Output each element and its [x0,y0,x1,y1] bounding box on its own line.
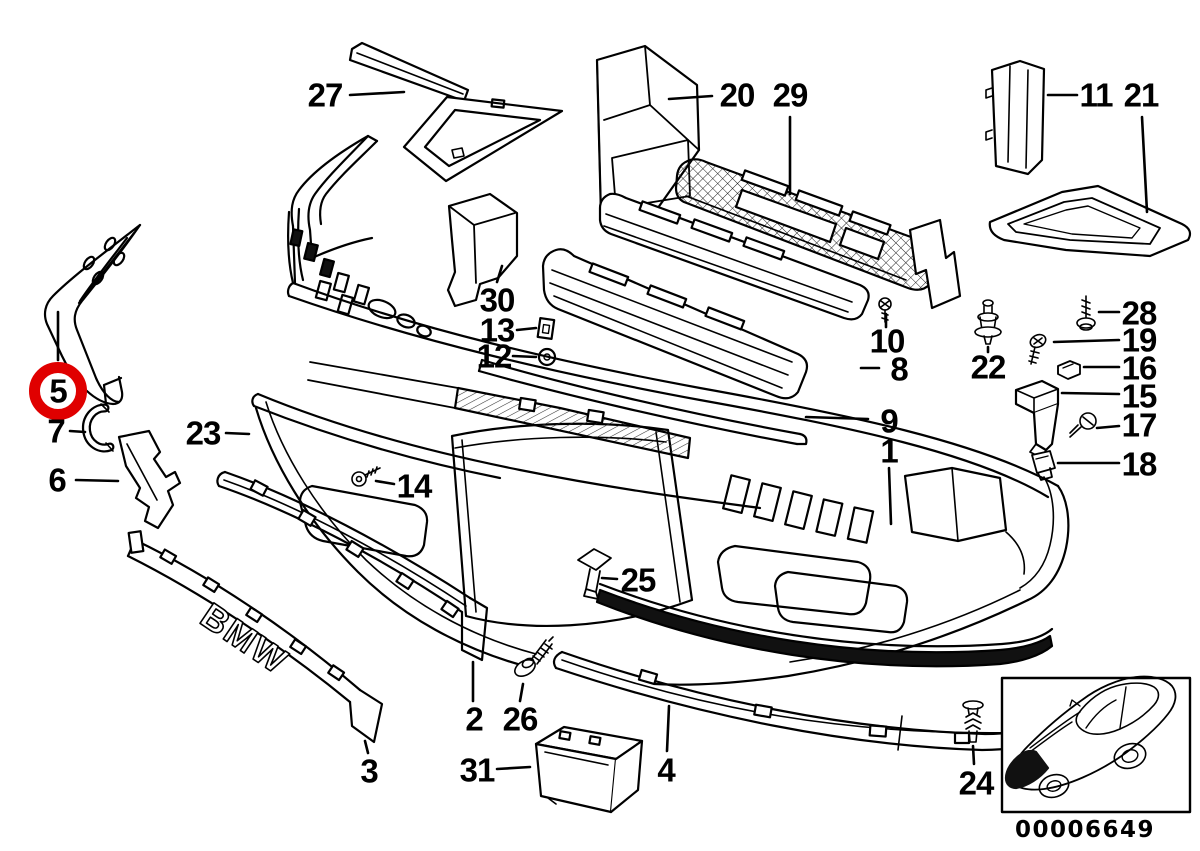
leader-line-4 [665,704,671,753]
leader-line-19 [1052,338,1121,344]
part-callout-18[interactable]: 18 [1121,445,1158,483]
leader-line-1 [887,466,893,526]
part-callout-6[interactable]: 6 [48,461,66,499]
part-15-bracket-drawing [1014,379,1060,459]
leader-line-3 [363,739,370,755]
part-callout-3[interactable]: 3 [360,752,378,790]
part-callout-1[interactable]: 1 [880,432,898,470]
leader-line-6 [74,478,120,483]
part-callout-30[interactable]: 30 [479,281,516,319]
part-callout-20[interactable]: 20 [719,76,756,114]
part-18-clip-drawing [1031,450,1056,481]
part-31-cover-drawing [534,725,644,814]
part-2-impact-strip-drawing [216,470,489,662]
part-21-corner-grille-drawing [988,184,1192,258]
leader-line-9 [804,415,870,421]
leader-line-20 [667,94,714,101]
part-callout-31[interactable]: 31 [459,751,496,789]
part-callout-7[interactable]: 7 [47,412,65,450]
part-callout-28[interactable]: 28 [1121,294,1158,332]
part-3-absorber-drawing: BMW [126,530,384,744]
part-26-bolt-drawing [514,636,554,677]
leader-line-30 [495,264,504,284]
part-11-panel-drawing [985,59,1046,176]
leader-line-31 [495,765,532,771]
part-19-screw-drawing [1028,333,1047,365]
leader-line-13 [515,326,538,332]
part-callout-17[interactable]: 17 [1121,406,1158,444]
part-callout-16[interactable]: 16 [1121,349,1158,387]
part-callout-9[interactable]: 9 [880,402,898,440]
leader-line-14 [374,479,396,486]
vehicle-thumbnail [1000,675,1192,814]
part-callout-10[interactable]: 10 [869,322,906,360]
part-callout-11[interactable]: 11 [1079,76,1114,114]
leader-line-27 [348,90,406,97]
part-callout-8[interactable]: 8 [890,350,908,388]
leader-line-15 [1060,391,1121,396]
part-callout-25[interactable]: 25 [620,561,657,599]
part-callout-22[interactable]: 22 [970,348,1007,386]
part-callout-4[interactable]: 4 [657,751,675,789]
part-callout-5[interactable]: 5 [49,372,67,410]
part-14-screw-drawing [351,466,381,487]
part-callout-2[interactable]: 2 [465,700,483,738]
part-24-rivet-drawing [962,700,984,743]
part-6-bracket-drawing [117,429,182,530]
part-callout-14[interactable]: 14 [396,467,433,505]
part-17-screw-drawing [1069,412,1097,438]
leader-line-24 [971,744,976,766]
part-28-screw-drawing [1076,295,1096,331]
diagram-code: 00006649 [1014,817,1156,843]
part-callout-15[interactable]: 15 [1121,377,1158,415]
part-4-spoiler-strip-drawing [552,582,1054,782]
part-highlight-ring [29,362,87,420]
part-callout-19[interactable]: 19 [1121,321,1158,359]
leader-line-26 [518,682,525,703]
part-callout-23[interactable]: 23 [185,414,222,452]
bumper-upper-shell-drawing [286,134,1060,499]
part-16-clip-nut-drawing [1057,360,1081,380]
part-13-clip-drawing [536,317,556,340]
part-27-trim-strip-drawing [348,41,564,183]
bumper-face-drawing [251,361,1070,686]
leader-line-25 [600,576,619,581]
part-callout-29[interactable]: 29 [772,76,809,114]
part-9-trim-strip-drawing [477,358,808,446]
part-22-rivet-drawing [974,299,1002,345]
part-29-grille-drawing [674,158,962,310]
part-25-clip-drawing [577,548,612,600]
part-callout-27[interactable]: 27 [307,76,344,114]
part-callout-26[interactable]: 26 [502,700,539,738]
leader-line-12 [511,354,538,359]
leader-line-17 [1095,424,1121,430]
part-callout-24[interactable]: 24 [958,764,995,802]
part-8-grille-drawing [541,192,870,400]
leader-line-7 [68,429,87,434]
part-callout-12[interactable]: 12 [476,337,513,375]
part-30-bracket-drawing [446,192,519,308]
part-callout-13[interactable]: 13 [479,311,516,349]
part-callout-21[interactable]: 21 [1123,76,1160,114]
leader-line-21 [1140,115,1149,214]
leader-lines [56,90,1149,771]
part-7-hook-clip-drawing [81,403,115,453]
part-5-corner-trim-drawing [43,223,142,406]
bmw-embossed-text: BMW [194,595,296,683]
leader-line-23 [224,431,251,436]
